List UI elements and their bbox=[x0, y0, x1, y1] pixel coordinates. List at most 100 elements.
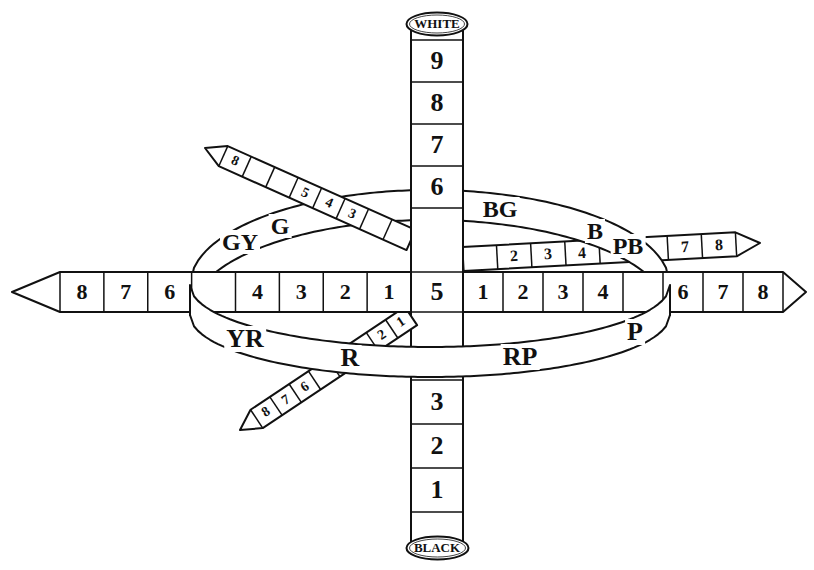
cell-divider bbox=[235, 272, 237, 312]
chroma-arm bbox=[12, 272, 411, 312]
value-number: 9 bbox=[429, 48, 446, 74]
chroma-number-holder: 8 bbox=[713, 237, 726, 254]
chroma-number: 3 bbox=[542, 246, 555, 263]
cell-divider bbox=[702, 272, 704, 312]
chroma-number-holder: 4 bbox=[576, 244, 589, 261]
hue-label: G bbox=[269, 214, 292, 238]
value-axis bbox=[411, 24, 463, 548]
chroma-number: 6 bbox=[676, 281, 691, 303]
value-number-holder: 6 bbox=[429, 174, 446, 200]
cell-divider bbox=[622, 272, 624, 312]
cell-divider bbox=[360, 209, 369, 229]
value-number-holder: 2 bbox=[429, 433, 446, 459]
chroma-arm bbox=[463, 272, 806, 312]
cell-divider bbox=[742, 272, 744, 312]
hue-label-holder: P bbox=[625, 319, 645, 345]
cell-divider bbox=[289, 178, 298, 198]
axis-end-cap: WHITE bbox=[405, 11, 469, 37]
chroma-number-holder: 3 bbox=[556, 281, 571, 303]
chroma-number-holder: 7 bbox=[716, 281, 731, 303]
cell-divider bbox=[667, 236, 668, 260]
cell-divider bbox=[279, 272, 281, 312]
hue-label: BG bbox=[481, 197, 520, 221]
chroma-number-holder: 7 bbox=[678, 239, 691, 256]
cell-divider bbox=[411, 207, 463, 209]
value-number-holder: 1 bbox=[429, 477, 446, 503]
chroma-number: 3 bbox=[294, 281, 309, 303]
value-number-holder: 8 bbox=[429, 90, 446, 116]
chroma-number: 4 bbox=[576, 244, 589, 261]
hue-label-holder: BG bbox=[481, 197, 520, 221]
chroma-number: 7 bbox=[118, 281, 133, 303]
chroma-number-holder: 6 bbox=[162, 281, 177, 303]
cell-divider bbox=[411, 39, 463, 41]
cell-divider bbox=[411, 311, 463, 313]
cell-divider bbox=[219, 146, 228, 166]
hue-label: R bbox=[339, 345, 362, 371]
cell-divider bbox=[531, 243, 532, 267]
chroma-number-holder: 3 bbox=[294, 281, 309, 303]
cell-divider bbox=[502, 272, 504, 312]
hue-label-holder: B bbox=[585, 219, 605, 243]
value-number-holder: 5 bbox=[429, 279, 446, 305]
chroma-number: 6 bbox=[162, 281, 177, 303]
cell-divider bbox=[411, 165, 463, 167]
value-number: 7 bbox=[429, 132, 446, 158]
chroma-number: 4 bbox=[250, 281, 265, 303]
chroma-number: 2 bbox=[338, 281, 353, 303]
value-number: 8 bbox=[429, 90, 446, 116]
hue-label: B bbox=[585, 219, 605, 243]
hue-label-holder: PB bbox=[611, 234, 646, 258]
value-number: 3 bbox=[429, 389, 446, 415]
chroma-number-holder: 7 bbox=[118, 281, 133, 303]
cell-divider bbox=[735, 232, 736, 256]
chroma-number: 4 bbox=[596, 281, 611, 303]
hue-label: P bbox=[625, 319, 645, 345]
value-number: 2 bbox=[429, 433, 446, 459]
cell-divider bbox=[411, 379, 463, 381]
hue-label-holder: R bbox=[339, 345, 362, 371]
cell-divider bbox=[147, 272, 149, 312]
chroma-arm bbox=[462, 232, 760, 271]
value-number-holder: 3 bbox=[429, 389, 446, 415]
hue-label: YR bbox=[224, 326, 266, 352]
cell-divider bbox=[496, 245, 497, 269]
chroma-number: 1 bbox=[382, 281, 397, 303]
chroma-number-holder: 2 bbox=[338, 281, 353, 303]
hue-label: RP bbox=[501, 344, 540, 370]
cell-divider bbox=[411, 81, 463, 83]
hue-label-holder: G bbox=[269, 214, 292, 238]
chroma-number: 1 bbox=[476, 281, 491, 303]
cell-divider bbox=[411, 467, 463, 469]
value-number: 1 bbox=[429, 477, 446, 503]
cell-divider bbox=[701, 234, 702, 258]
cell-divider bbox=[313, 188, 322, 208]
cell-divider bbox=[782, 272, 784, 312]
axis-column bbox=[411, 24, 463, 548]
chroma-number-holder: 4 bbox=[250, 281, 265, 303]
cell-divider bbox=[103, 272, 105, 312]
hue-label-holder: RP bbox=[501, 344, 540, 370]
hue-label: GY bbox=[220, 230, 260, 254]
axis-end-cap: BLACK bbox=[405, 535, 470, 561]
hue-label-holder: YR bbox=[224, 326, 266, 352]
chroma-number: 8 bbox=[756, 281, 771, 303]
chroma-number-holder: 4 bbox=[596, 281, 611, 303]
chroma-number-holder: 8 bbox=[756, 281, 771, 303]
arm-strip bbox=[462, 232, 760, 271]
chroma-number-holder: 2 bbox=[516, 281, 531, 303]
cell-divider bbox=[242, 157, 251, 177]
chroma-number-holder: 6 bbox=[676, 281, 691, 303]
chroma-number: 7 bbox=[716, 281, 731, 303]
cap-text: BLACK bbox=[405, 535, 470, 561]
chroma-number: 7 bbox=[678, 239, 691, 256]
chroma-number-holder: 1 bbox=[382, 281, 397, 303]
arm-strip bbox=[12, 272, 411, 312]
value-number: 6 bbox=[429, 174, 446, 200]
chroma-number-holder: 1 bbox=[476, 281, 491, 303]
chroma-number: 3 bbox=[556, 281, 571, 303]
chroma-number-holder: 8 bbox=[74, 281, 89, 303]
hue-label-holder: GY bbox=[220, 230, 260, 254]
cap-text: WHITE bbox=[405, 11, 469, 37]
